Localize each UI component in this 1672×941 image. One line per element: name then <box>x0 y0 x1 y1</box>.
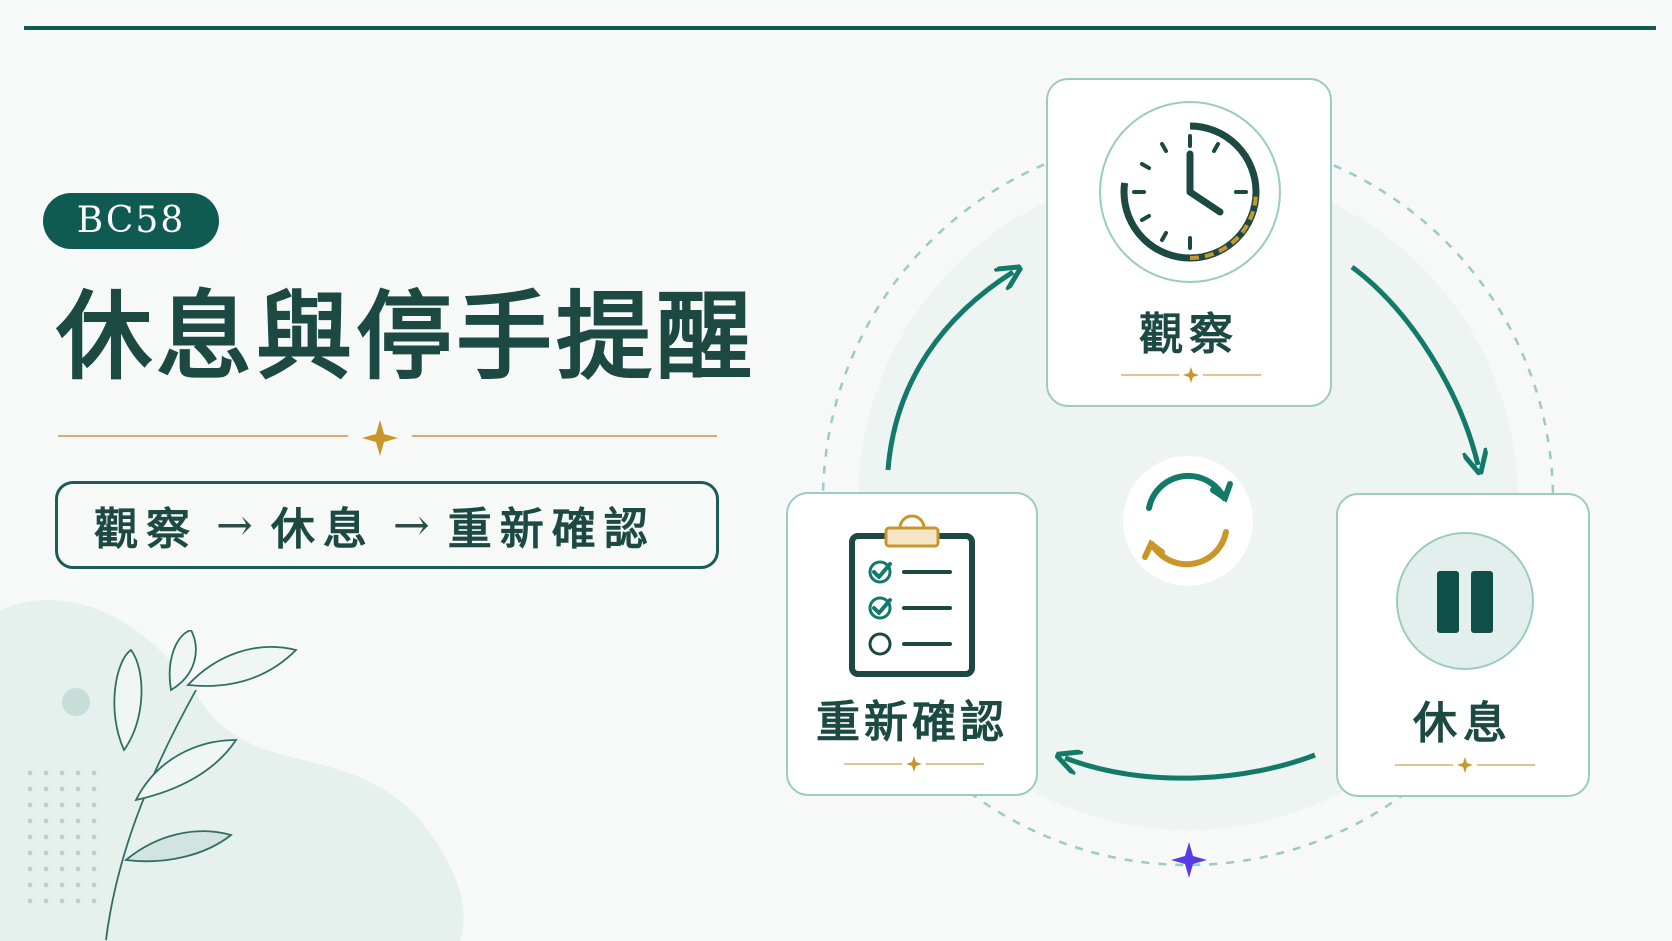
clipboard-checklist-icon <box>849 514 975 677</box>
card-label-observe: 觀察 <box>1139 309 1239 360</box>
flow-arrow-icon: → <box>216 499 253 551</box>
dot-pattern <box>22 765 102 915</box>
flow-summary: 觀察 → 休息 → 重新確認 <box>55 481 719 569</box>
card-rest: 休息 <box>1336 493 1590 797</box>
flow-step-observe: 觀察 <box>94 504 198 555</box>
top-rule <box>24 26 1656 30</box>
flow-step-rest: 休息 <box>270 504 375 555</box>
arrow-observe-to-rest <box>1350 264 1478 465</box>
card-label-rest: 休息 <box>1413 698 1513 749</box>
card-divider <box>844 756 984 772</box>
refresh-cycle-icon <box>1142 472 1233 568</box>
sparkle-icon <box>362 420 398 456</box>
card-observe: 觀察 <box>1046 78 1332 407</box>
flow-step-recheck: 重新確認 <box>447 504 656 555</box>
sparkle-icon <box>1171 842 1207 878</box>
code-badge: BC58 <box>43 193 219 249</box>
leaf-branch-icon <box>105 630 298 941</box>
arrow-rest-to-recheck <box>1065 755 1316 781</box>
flow-arrow-icon: → <box>392 499 430 551</box>
card-recheck: 重新確認 <box>786 492 1038 796</box>
pause-icon <box>1396 532 1534 670</box>
page-title: 休息與停手提醒 <box>56 280 756 393</box>
arrow-recheck-to-observe <box>885 272 1013 471</box>
card-divider <box>1395 757 1535 773</box>
card-divider <box>1121 367 1261 383</box>
title-divider-right <box>412 435 717 437</box>
decorative-dot <box>62 688 90 716</box>
card-label-recheck: 重新確認 <box>816 697 1008 748</box>
title-divider-left <box>58 435 348 437</box>
clock-icon <box>1099 101 1281 283</box>
